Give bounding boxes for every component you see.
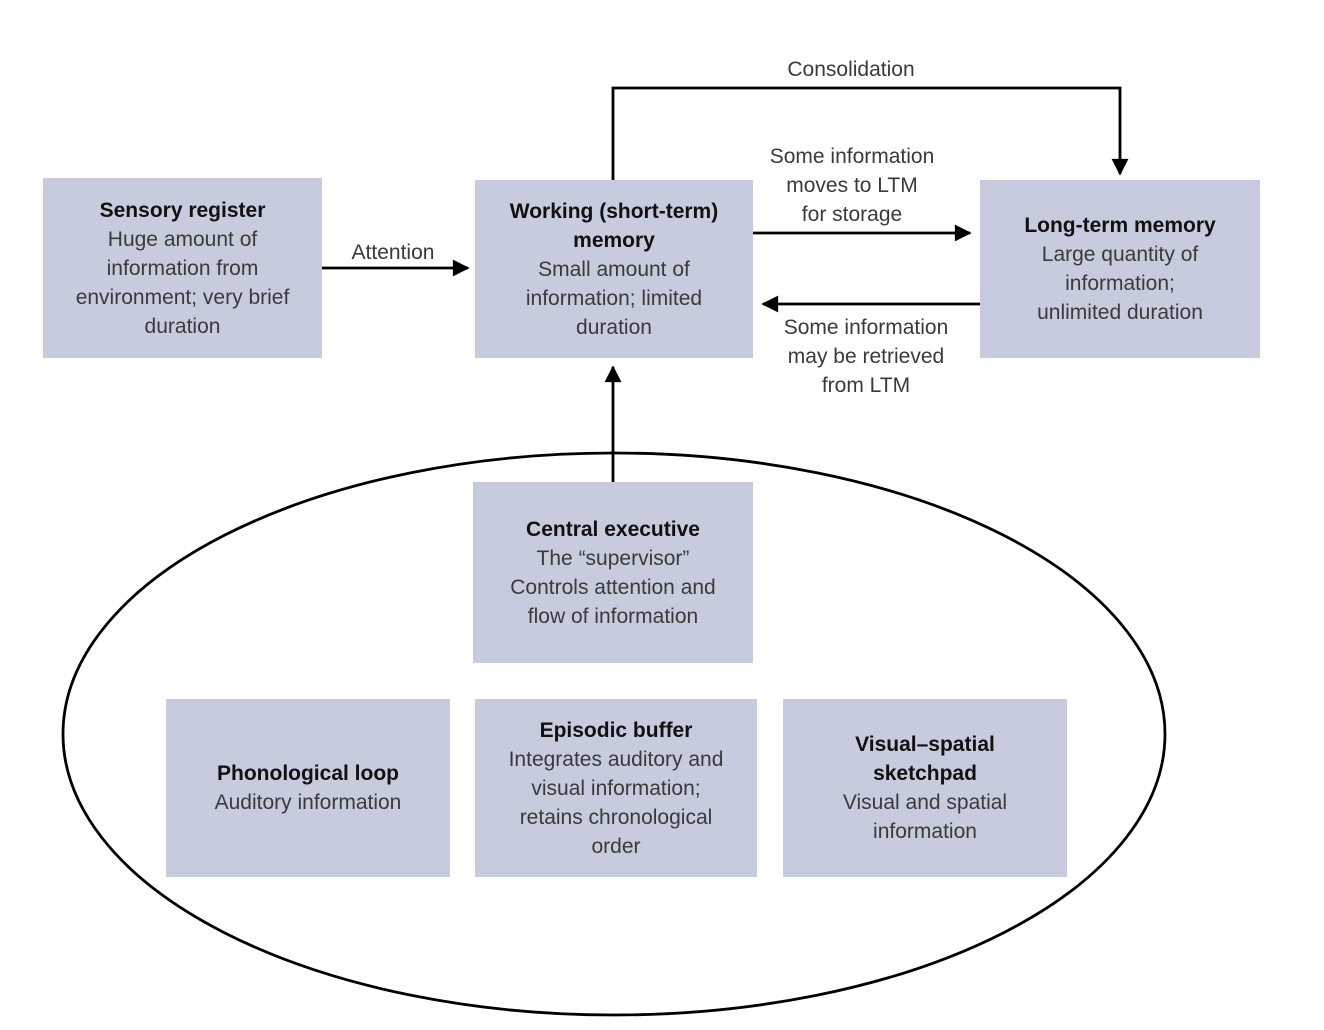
body-line: flow of information — [527, 604, 699, 628]
body-line: information; — [1065, 272, 1175, 295]
body-line: order — [591, 834, 641, 858]
body-line: Visual and spatial — [842, 791, 1008, 814]
to-ltm-label: Some information moves to LTM for storag… — [770, 142, 935, 229]
from-ltm-label: Some information may be retrieved from L… — [784, 313, 949, 400]
body-line: information; limited — [525, 286, 703, 310]
sensory-register-box: Sensory register Huge amount of informat… — [43, 178, 322, 358]
body-line: Integrates auditory and — [508, 747, 724, 771]
label-line: for storage — [801, 203, 903, 226]
sensory-register-title: Sensory register — [99, 198, 266, 222]
body-line: retains chronological — [519, 805, 713, 829]
attention-label: Attention — [351, 241, 435, 264]
body-line: Large quantity of — [1041, 243, 1199, 266]
phonological-loop-box: Phonological loop Auditory information — [166, 699, 450, 877]
body-line: visual information; — [531, 776, 701, 800]
body-line: Small amount of — [538, 257, 690, 281]
working-memory-title: memory — [573, 228, 655, 252]
working-memory-title: Working (short-term) — [509, 199, 719, 223]
body-line: duration — [576, 315, 652, 339]
label-line: Some information — [783, 316, 949, 339]
body-line: Huge amount of — [107, 227, 258, 251]
body-line: Auditory information — [214, 791, 402, 814]
long-term-memory-box: Long-term memory Large quantity of infor… — [980, 180, 1260, 358]
body-line: information from — [106, 256, 259, 280]
visual-spatial-sketchpad-title: sketchpad — [873, 762, 977, 785]
visual-spatial-sketchpad-box: Visual–spatial sketchpad Visual and spat… — [783, 699, 1067, 877]
label-line: Some information — [769, 145, 935, 168]
body-line: unlimited duration — [1037, 301, 1203, 324]
label-line: may be retrieved — [787, 345, 945, 368]
label-line: moves to LTM — [786, 174, 918, 197]
body-line: duration — [144, 314, 221, 338]
phonological-loop-title: Phonological loop — [217, 762, 399, 785]
central-executive-title: Central executive — [526, 517, 700, 541]
episodic-buffer-title: Episodic buffer — [539, 718, 693, 742]
consolidation-label: Consolidation — [787, 58, 915, 81]
working-memory-box: Working (short-term) memory Small amount… — [475, 180, 753, 358]
episodic-buffer-box: Episodic buffer Integrates auditory and … — [475, 699, 757, 877]
body-line: environment; very brief — [75, 285, 290, 309]
body-line: The “supervisor” — [536, 546, 690, 570]
label-line: from LTM — [821, 374, 911, 397]
visual-spatial-sketchpad-title: Visual–spatial — [855, 733, 995, 756]
body-line: Controls attention and — [510, 575, 716, 599]
body-line: information — [873, 820, 977, 843]
central-executive-box: Central executive The “supervisor” Contr… — [473, 482, 753, 663]
long-term-memory-title: Long-term memory — [1024, 214, 1216, 237]
